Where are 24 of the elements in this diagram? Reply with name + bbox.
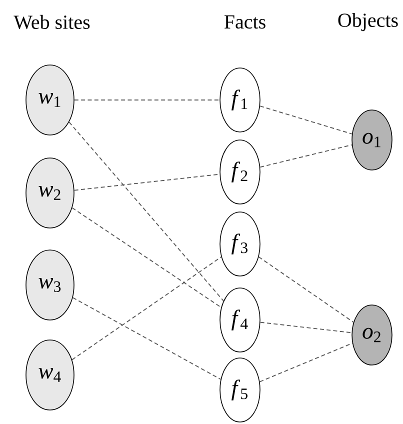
circle-node: w$_{1}$ <box>26 64 74 136</box>
column-heading: Facts <box>224 15 266 29</box>
dashed-line <box>260 144 352 168</box>
dashed-line <box>72 297 222 380</box>
dashed-line <box>260 106 352 134</box>
dashed-line <box>72 207 222 308</box>
circle-node: w$_{3}$ <box>26 250 74 320</box>
circle-node: f$_{4}$ <box>220 288 260 352</box>
circle-node: o$_{2}$ <box>352 304 392 366</box>
circle-node: f$_{1}$ <box>220 68 260 132</box>
dashed-line <box>260 322 352 334</box>
dashed-line <box>68 122 224 302</box>
circle-node: w$_{4}$ <box>26 340 74 410</box>
column-heading: Objects <box>338 12 398 32</box>
column-heading: Web sites <box>14 14 90 30</box>
circle-node: f$_{5}$ <box>220 358 260 422</box>
circle-node: f$_{3}$ <box>220 212 260 276</box>
dashed-line <box>74 174 220 191</box>
circle-node: o$_{1}$ <box>352 110 392 170</box>
dashed-line <box>259 342 353 382</box>
dashed-line <box>258 256 354 323</box>
circle-node: w$_{2}$ <box>26 158 74 228</box>
dashed-line <box>72 256 222 360</box>
circle-node: f$_{2}$ <box>220 140 260 204</box>
